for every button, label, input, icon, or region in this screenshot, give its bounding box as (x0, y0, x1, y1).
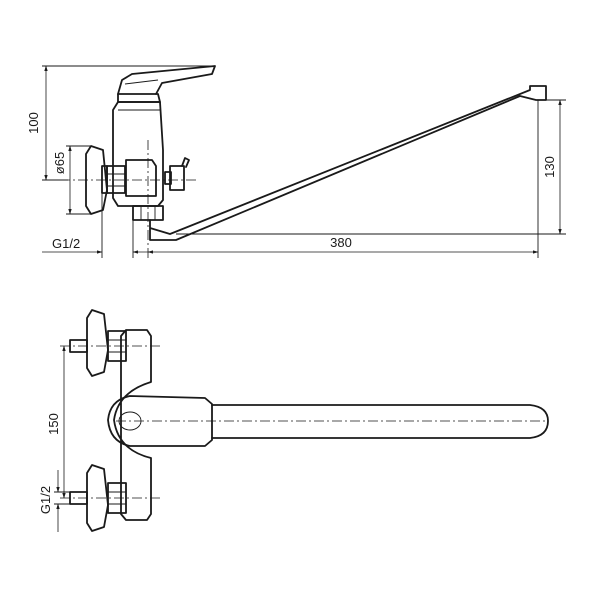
dim-inlet-spacing: 150 (46, 413, 61, 435)
wall-flange (85, 145, 108, 215)
lower-inlet-nut (107, 482, 127, 514)
side-view: 100 ø65 G1/2 380 130 (26, 65, 566, 258)
top-view: 150 G1/2 (38, 309, 549, 532)
lower-flange (86, 464, 109, 532)
dim-thread-side: G1/2 (52, 236, 80, 251)
mixer-body-top (113, 329, 152, 521)
cartridge-cap (117, 93, 161, 103)
upper-flange (86, 309, 109, 377)
lever-top (107, 395, 213, 447)
lever-handle (117, 65, 216, 95)
upper-inlet-nut (107, 330, 127, 362)
dim-thread-top: G1/2 (38, 486, 53, 514)
inlet-nut (106, 165, 126, 194)
eccentric-connector (101, 165, 108, 194)
dim-height-lever: 100 (26, 112, 41, 134)
body-inner-detail (125, 159, 157, 197)
side-diverter (169, 165, 185, 191)
spout (149, 85, 547, 241)
dim-spout-length: 380 (330, 235, 352, 250)
spout-top (211, 404, 549, 439)
dim-spout-height: 130 (542, 156, 557, 178)
dim-diameter-flange: ø65 (52, 152, 67, 174)
